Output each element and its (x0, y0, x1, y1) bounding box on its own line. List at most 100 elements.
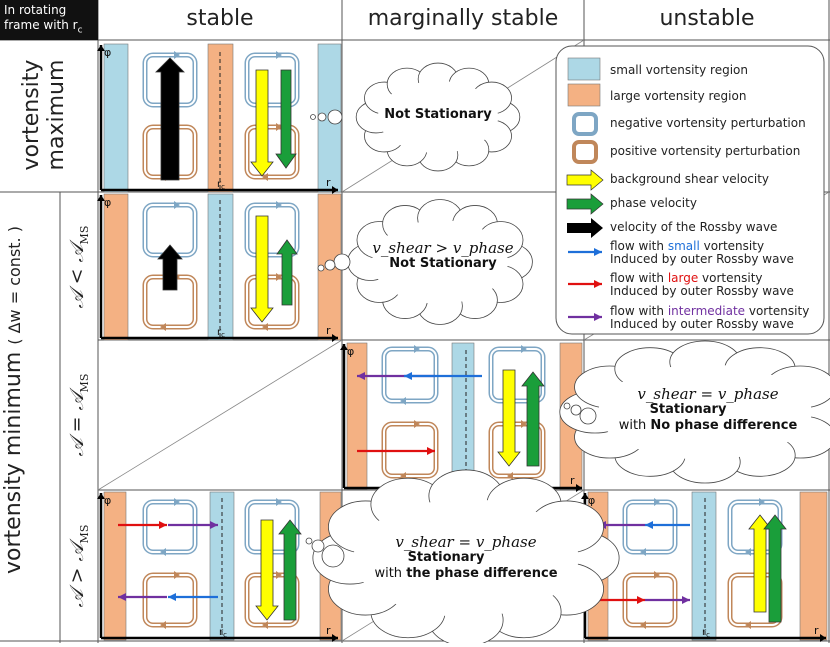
phi-axis-label: φ (104, 196, 111, 209)
large-vortensity-band (799, 491, 828, 641)
thought-bubble (327, 109, 343, 125)
shear-velocity-arrow (497, 369, 521, 467)
frame-label: In rotating frame with rc (0, 0, 98, 40)
phase-velocity-arrow (763, 514, 787, 623)
small-vortensity-band (691, 491, 717, 641)
row-label-a-greater: 𝒜 > 𝒜MS (66, 524, 91, 608)
thought-bubble (321, 544, 345, 568)
empty-cell-diagonal (97, 339, 343, 491)
row-label-vmin: vortensity minimum ( Δw = const. ) (0, 220, 30, 580)
r-axis-arrowhead (820, 634, 826, 642)
large-flow-arrow-head (637, 596, 645, 604)
positive-perturbation-loop-head (276, 123, 282, 131)
legend-flow-intermediate: flow with intermediate vortensity Induce… (610, 304, 810, 331)
column-header-unstable: unstable (659, 6, 755, 31)
legend-box (555, 45, 825, 335)
rc-label: rc (219, 627, 227, 639)
negative-perturbation-loop-head (654, 498, 660, 506)
cloud-a-less-body (372, 220, 508, 304)
cloud-a-equal-l1: Stationary (649, 402, 727, 417)
negative-perturbation-loop-head (521, 345, 527, 353)
positive-perturbation-loop-head (640, 621, 646, 629)
negative-perturbation-loop-head (414, 345, 420, 353)
legend-negative-perturbation: negative vortensity perturbation (610, 116, 806, 130)
legend-swatch-small-region (567, 57, 601, 81)
column-header-marginal: marginally stable (367, 6, 559, 31)
thought-bubble (305, 537, 313, 545)
negative-perturbation-loop-head (174, 51, 180, 59)
rc-label: rc (217, 179, 225, 191)
negative-perturbation-loop-head (174, 498, 180, 506)
r-axis-arrowhead (332, 186, 338, 194)
large-vortensity-band (103, 491, 127, 641)
legend-swatch-flow-small-head (594, 248, 602, 256)
positive-perturbation-loop-inner (144, 574, 196, 626)
positive-perturbation-loop (142, 572, 198, 628)
negative-perturbation-loop (142, 499, 198, 555)
thought-bubble (570, 404, 582, 416)
positive-perturbation-loop-head (521, 420, 527, 428)
intermediate-flow-arrow-head (210, 521, 218, 529)
intermediate-flow-arrow-head (682, 596, 690, 604)
rc-label: rc (217, 327, 225, 339)
phi-axis-label: φ (347, 345, 354, 358)
thought-bubble (310, 114, 316, 120)
small-flow-arrow-head (645, 521, 653, 529)
legend-swatch-flow-intermediate-head (594, 313, 602, 321)
negative-perturbation-loop-head (745, 548, 751, 556)
large-flow-arrow-head (159, 521, 167, 529)
positive-perturbation-loop-head (262, 621, 268, 629)
r-axis-arrowhead (332, 334, 338, 342)
positive-perturbation-loop-head (507, 472, 513, 480)
negative-perturbation-loop-head (276, 498, 282, 506)
frame-label-line2: frame with rc (4, 18, 83, 36)
legend-swatch-negative (572, 112, 598, 136)
positive-perturbation-loop-head (654, 571, 660, 579)
negative-perturbation-loop-inner (246, 54, 298, 106)
rossby-wave-arrow (157, 244, 183, 291)
shear-velocity-arrow (250, 215, 274, 323)
frame-label-line1: In rotating (4, 3, 67, 17)
negative-perturbation-loop-inner (490, 348, 544, 402)
row-label-vmax-2: maximum (44, 59, 69, 171)
cloud-a-greater-l2: the phase difference (406, 566, 558, 581)
intermediate-flow-arrow-head (357, 372, 365, 380)
cloud-a-less-eq: v_shear > v_phase (372, 239, 514, 257)
thought-bubble (333, 253, 351, 271)
r-axis-label: r (326, 176, 331, 189)
cloud-a-greater: v_shear = v_phase Stationary with the ph… (356, 534, 576, 582)
negative-perturbation-loop-inner (246, 204, 298, 256)
large-flow-arrow-head (427, 447, 435, 455)
legend-positive-perturbation: positive vortensity perturbation (610, 144, 801, 158)
phase-velocity-arrow (275, 69, 297, 169)
large-vortensity-band (103, 193, 129, 341)
small-flow-arrow-head (168, 593, 176, 601)
legend-phase-velocity: phase velocity (610, 196, 697, 210)
cloud-a-less: v_shear > v_phase Not Stationary (368, 240, 518, 272)
legend-flow-small: flow with small vortensity Induced by ou… (610, 239, 794, 266)
negative-perturbation-loop-head (276, 201, 282, 209)
phase-velocity-arrow (521, 371, 545, 467)
shear-velocity-arrow (255, 519, 279, 621)
phi-axis-arrowhead (97, 45, 105, 51)
cloud-a-equal-eq: v_shear = v_phase (637, 385, 779, 403)
phase-velocity-arrow (278, 519, 302, 621)
thought-bubble (317, 112, 327, 122)
cloud-a-greater-body (353, 499, 579, 617)
small-vortensity-band (209, 491, 235, 641)
positive-perturbation-loop-inner (246, 126, 298, 178)
cloud-a-greater-l1: Stationary (407, 550, 485, 565)
shear-velocity-arrow (250, 69, 274, 177)
phase-velocity-arrow (276, 239, 298, 306)
positive-perturbation-loop-inner (246, 276, 298, 328)
legend-large-region: large vortensity region (610, 89, 747, 103)
r-axis-arrowhead (576, 484, 582, 492)
cloud-a-equal: v_shear = v_phase Stationary with No pha… (603, 386, 813, 434)
legend-shear-velocity: background shear velocity (610, 172, 770, 186)
phi-axis-arrowhead (97, 493, 105, 499)
small-flow-arrow-head (404, 372, 412, 380)
cloud-a-equal-body (598, 364, 812, 460)
positive-perturbation-loop-head (276, 571, 282, 579)
cloud-vmax-body (377, 80, 499, 154)
